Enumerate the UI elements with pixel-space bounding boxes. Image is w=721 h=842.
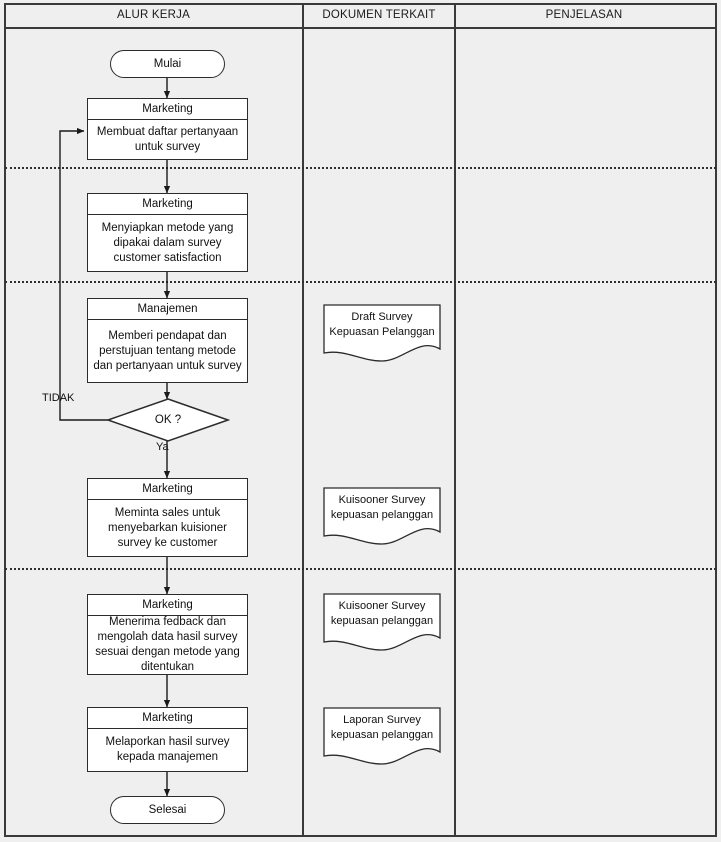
table-header-row: ALUR KERJA DOKUMEN TERKAIT PENJELASAN — [4, 3, 717, 29]
terminator-end[interactable]: Selesai — [110, 796, 225, 824]
process-step-1-actor: Marketing — [88, 99, 247, 120]
document-3-shape — [323, 593, 441, 651]
process-step-4-text: Meminta sales untuk menyebarkan kuisione… — [108, 506, 227, 549]
band-separator-1 — [5, 167, 716, 169]
document-1[interactable]: Draft Survey Kepuasan Pelanggan — [323, 304, 441, 362]
process-step-3[interactable]: Manajemen Memberi pendapat dan perstujua… — [87, 298, 248, 383]
column-divider-1 — [302, 3, 304, 837]
process-step-1[interactable]: Marketing Membuat daftar pertanyaan untu… — [87, 98, 248, 160]
process-step-5-text: Menerima fedback dan mengolah data hasil… — [95, 616, 240, 673]
column-divider-2 — [454, 3, 456, 837]
terminator-end-label: Selesai — [148, 804, 187, 816]
document-4[interactable]: Laporan Survey kepuasan pelanggan — [323, 707, 441, 765]
process-step-3-actor: Manajemen — [88, 299, 247, 320]
decision-ok-shape — [105, 398, 231, 442]
process-step-2[interactable]: Marketing Menyiapkan metode yang dipakai… — [87, 193, 248, 272]
process-step-5-actor: Marketing — [88, 595, 247, 616]
band-separator-2 — [5, 281, 716, 283]
document-2-shape — [323, 487, 441, 545]
process-step-1-text: Membuat daftar pertanyaan untuk survey — [96, 125, 239, 153]
process-step-5[interactable]: Marketing Menerima fedback dan mengolah … — [87, 594, 248, 675]
edge-label-ya: Ya — [156, 441, 169, 453]
edge-label-tidak: TIDAK — [42, 392, 75, 404]
document-1-shape — [323, 304, 441, 362]
process-step-6-actor: Marketing — [88, 708, 247, 729]
terminator-start-label: Mulai — [153, 58, 182, 70]
explanation-cell-3 — [456, 283, 712, 568]
column-header-penjelasan: PENJELASAN — [545, 9, 623, 21]
explanation-cell-4 — [456, 570, 712, 835]
explanation-cell-1 — [456, 29, 712, 167]
process-step-4[interactable]: Marketing Meminta sales untuk menyebarka… — [87, 478, 248, 557]
process-step-2-actor: Marketing — [88, 194, 247, 215]
document-2[interactable]: Kuisooner Survey kepuasan pelanggan — [323, 487, 441, 545]
process-step-6-text: Melaporkan hasil survey kepada manajemen — [105, 736, 230, 763]
terminator-start[interactable]: Mulai — [110, 50, 225, 78]
column-header-alur-kerja: ALUR KERJA — [117, 9, 190, 21]
document-4-shape — [323, 707, 441, 765]
document-3[interactable]: Kuisooner Survey kepuasan pelanggan — [323, 593, 441, 651]
band-separator-3 — [5, 568, 716, 570]
process-step-3-text: Memberi pendapat dan perstujuan tentang … — [93, 329, 242, 372]
decision-ok[interactable]: OK ? — [105, 398, 231, 442]
process-step-2-text: Menyiapkan metode yang dipakai dalam sur… — [101, 221, 234, 264]
process-step-4-actor: Marketing — [88, 479, 247, 500]
explanation-cell-2 — [456, 169, 712, 281]
process-step-6[interactable]: Marketing Melaporkan hasil survey kepada… — [87, 707, 248, 772]
column-header-dokumen-terkait: DOKUMEN TERKAIT — [322, 9, 436, 21]
